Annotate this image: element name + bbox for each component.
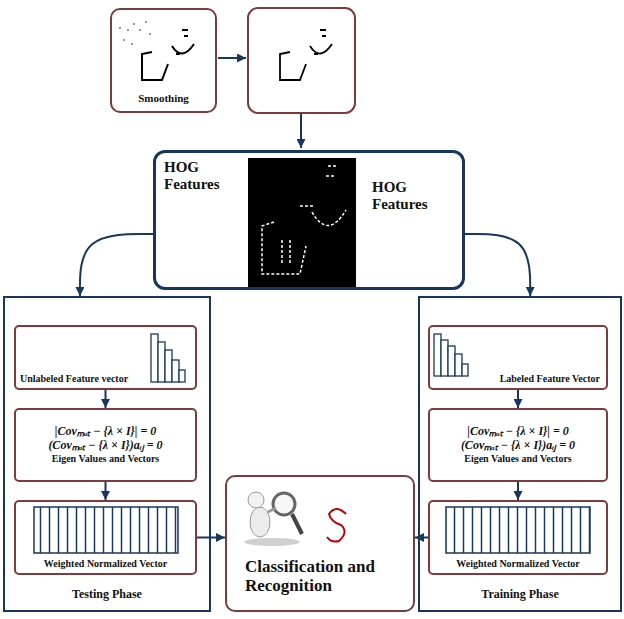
- process-box: Labeled Feature Vector: [428, 325, 608, 390]
- figure-body: [250, 507, 270, 537]
- figure-head: [248, 492, 264, 508]
- hist-bar: [151, 334, 158, 382]
- glyph-dots: [314, 30, 326, 54]
- process-box: Smoothing: [110, 8, 217, 113]
- glyph-stroke: [142, 52, 168, 80]
- hist-bar: [462, 364, 468, 376]
- hist-bar: [158, 342, 165, 382]
- flow-arrow: [197, 537, 225, 539]
- node-text: HOG Features: [372, 179, 444, 214]
- figure-shadow: [244, 538, 300, 546]
- flow-arrow: [218, 57, 246, 59]
- node-text: |Covₘₐₜ − {λ × I}| = 0: [467, 425, 569, 439]
- glyph-box: [248, 8, 355, 113]
- process-box: Weighted Normalized Vector: [14, 500, 197, 575]
- noise-dot: [139, 29, 141, 31]
- figure-arm: [268, 508, 276, 512]
- feature-box: HOG FeaturesHOG Features: [153, 150, 465, 290]
- noise-dot: [133, 23, 135, 25]
- hist-bar: [455, 354, 462, 376]
- magnifier-lens: [273, 493, 295, 515]
- flow-arrow: [517, 390, 519, 408]
- hog-stroke: [282, 166, 336, 264]
- histogram-icon: [151, 334, 185, 382]
- hog-strokes: [262, 166, 346, 274]
- hist-bar: [441, 340, 448, 376]
- node-text: Testing Phase: [72, 588, 142, 602]
- hog-image: [248, 158, 356, 288]
- noise-dot: [123, 39, 125, 41]
- noise-dot: [149, 33, 151, 35]
- hist-bar: [179, 370, 185, 382]
- hog-stroke: [312, 210, 346, 226]
- process-box: Unlabeled Feature vector: [14, 325, 197, 390]
- glyph-stroke: [310, 44, 332, 54]
- histogram-icon: [434, 334, 468, 376]
- hist-bar: [172, 360, 179, 382]
- noise-dot: [131, 43, 133, 45]
- node-text: Smoothing: [138, 92, 189, 105]
- flow-arrow: [300, 114, 302, 148]
- hist-bar: [448, 346, 455, 376]
- node-text: (Covₘₐₜ − {λ × I})aᵢⱼ = 0: [48, 439, 162, 453]
- node-text: Eigen Values and Vectors: [52, 453, 160, 465]
- node-text: |Covₘₐₜ − {λ × I}| = 0: [55, 425, 157, 439]
- flow-arrow: [517, 482, 519, 500]
- node-text: Classification and Recognition: [245, 557, 405, 596]
- node-text: Unlabeled Feature vector: [20, 373, 128, 385]
- glyph-stroke: [280, 52, 306, 80]
- glyph-dots: [176, 30, 188, 54]
- flow-arrow: [465, 234, 530, 296]
- node-text: Weighted Normalized Vector: [44, 558, 167, 570]
- node-text: (Covₘₐₜ − {λ × I})aᵢⱼ = 0: [461, 439, 575, 453]
- node-text: HOG Features: [164, 159, 236, 194]
- node-text: Weighted Normalized Vector: [456, 558, 579, 570]
- node-text: Eigen Values and Vectors: [464, 453, 572, 465]
- glyph-stroke: [172, 44, 194, 54]
- vector-icon: [446, 507, 590, 553]
- equation-box: |Covₘₐₜ − {λ × I}| = 0(Covₘₐₜ − {λ × I})…: [14, 408, 197, 482]
- phase-panel: Training Phase Labeled Feature Vector |Cov…: [418, 296, 622, 612]
- letter-sketch: [327, 509, 346, 542]
- result-box: Classification and Recognition: [225, 475, 415, 612]
- flow-arrow: [415, 537, 428, 539]
- node-text: Labeled Feature Vector: [500, 373, 600, 385]
- phase-panel: Testing Phase Unlabeled Feature vector |Co…: [3, 296, 211, 612]
- hist-bar: [434, 334, 441, 376]
- hog-stroke: [262, 222, 306, 274]
- hist-bar: [165, 350, 172, 382]
- noise-dot: [119, 27, 121, 29]
- equation-box: |Covₘₐₜ − {λ × I}| = 0(Covₘₐₜ − {λ × I})…: [428, 408, 608, 482]
- flow-arrow: [105, 390, 107, 408]
- noise-dot: [145, 21, 147, 23]
- vector-icon: [34, 507, 178, 553]
- noise-dot: [127, 29, 129, 31]
- flow-arrow: [105, 482, 107, 500]
- node-text: Training Phase: [481, 588, 558, 602]
- noisy-glyph: [142, 30, 194, 80]
- clean-glyph: [280, 30, 332, 80]
- search-figure: [244, 492, 302, 546]
- flow-arrow: [80, 234, 153, 296]
- magnifier-handle: [292, 514, 302, 534]
- noise-dots: [119, 21, 151, 45]
- process-box: Weighted Normalized Vector: [428, 500, 608, 575]
